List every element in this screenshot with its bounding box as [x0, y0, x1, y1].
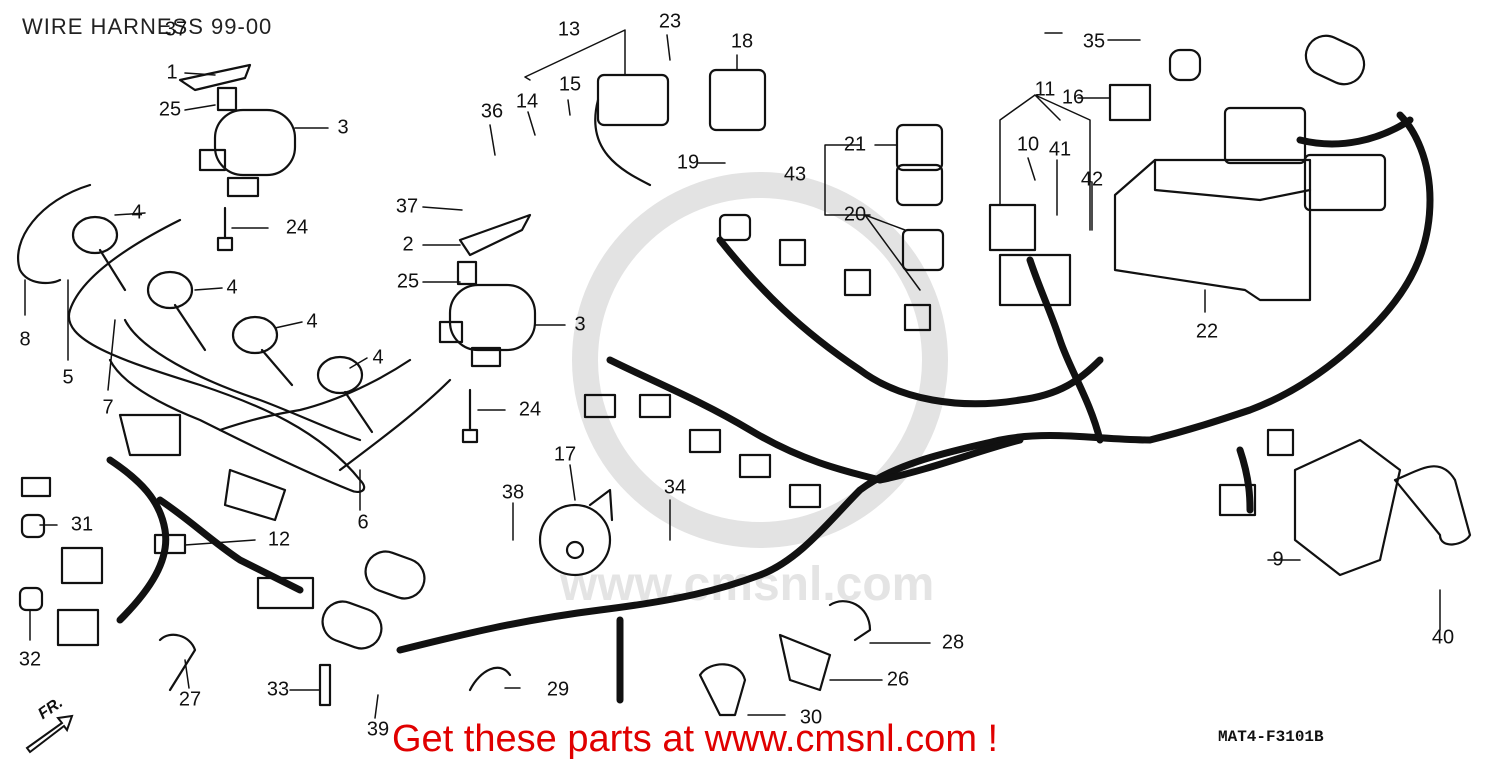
callout-number: 39: [366, 718, 390, 741]
callout-number: 24: [518, 398, 542, 421]
callout-number: 6: [357, 511, 369, 534]
ignition-coil-lower: [438, 283, 537, 368]
callout-number: 18: [730, 30, 754, 53]
callout-number: 25: [396, 270, 420, 293]
callout-number: 15: [558, 73, 582, 96]
callout-number: 17: [553, 443, 577, 466]
relay-20: [901, 228, 945, 272]
callout-number: 14: [515, 90, 539, 113]
injector-connectors: [583, 48, 1387, 517]
fuse-box: [988, 203, 1072, 307]
callout-number: 5: [62, 366, 74, 389]
bolt-24-upper: [216, 206, 234, 252]
callout-number: 22: [1195, 320, 1219, 343]
callout-number: 1: [166, 61, 178, 84]
callout-number: 31: [70, 513, 94, 536]
ignition-leads: [17, 183, 452, 494]
callout-number: 11: [1034, 78, 1056, 101]
turn-signal-relay: [708, 68, 767, 132]
callout-number: 38: [501, 481, 525, 504]
footer-cta: Get these parts at www.cmsnl.com !: [392, 718, 999, 760]
bolt-24-lower: [461, 388, 479, 444]
stay-1: [178, 63, 252, 112]
ignition-coil-upper: [198, 108, 297, 198]
control-unit: [1113, 158, 1312, 302]
relay-21: [895, 123, 944, 207]
watermark-text: www.cmsnl.com: [559, 558, 934, 611]
callout-number: 3: [337, 116, 349, 139]
plug-cap-1: [71, 215, 127, 292]
callout-number: 24: [285, 216, 309, 239]
clamps: [158, 600, 872, 717]
regulator-rectifier: [1293, 438, 1472, 577]
callout-number: 8: [19, 328, 31, 351]
callout-number: 34: [663, 476, 687, 499]
callout-number: 26: [886, 668, 910, 691]
callout-number: 28: [941, 631, 965, 654]
callout-number: 4: [306, 310, 318, 333]
callout-number: 43: [783, 163, 807, 186]
plug-cap-3: [231, 315, 294, 387]
callout-number: 42: [1080, 168, 1104, 191]
leader-lines: [24, 29, 1441, 719]
callout-number: 10: [1016, 133, 1040, 156]
callout-number: 37: [164, 18, 188, 41]
callout-number: 35: [1082, 30, 1106, 53]
callout-number: 4: [372, 346, 384, 369]
callout-number: 23: [658, 10, 682, 33]
callout-number: 7: [102, 396, 114, 419]
callout-number: 19: [676, 151, 700, 174]
callout-number: 29: [546, 678, 570, 701]
diagram-code: MAT4-F3101B: [1218, 728, 1324, 746]
diagram-title: WIRE HARNESS 99-00: [22, 14, 273, 39]
callout-number: 25: [158, 98, 182, 121]
callout-number: 32: [18, 648, 42, 671]
connector-group-left: [18, 413, 315, 647]
resistors: [321, 34, 1366, 650]
callout-number: 21: [843, 133, 867, 156]
callout-number: 27: [178, 688, 202, 711]
callout-number: 41: [1048, 138, 1072, 161]
callout-number: 16: [1061, 86, 1085, 109]
callout-number: 40: [1431, 626, 1455, 649]
front-arrow-icon: [25, 714, 74, 754]
main-harness: [106, 111, 1434, 704]
callout-number: 12: [267, 528, 291, 551]
stay-2: [456, 213, 532, 286]
horn: [538, 488, 614, 577]
plug-cap-4: [316, 355, 374, 434]
callout-number: 36: [480, 100, 504, 123]
watermark-logo: [572, 172, 948, 548]
callout-number: 9: [1272, 548, 1284, 571]
callout-number: 3: [574, 313, 586, 336]
callout-number: 4: [131, 201, 143, 224]
callout-number: 2: [402, 233, 414, 256]
callout-number: 4: [226, 276, 238, 299]
callout-number: 13: [557, 18, 581, 41]
starter-relay: [594, 73, 670, 187]
callout-number: 33: [266, 678, 290, 701]
plug-cap-2: [146, 270, 207, 352]
callout-number: 37: [395, 195, 419, 218]
callout-number: 20: [843, 203, 867, 226]
callout-number: 30: [799, 706, 823, 729]
